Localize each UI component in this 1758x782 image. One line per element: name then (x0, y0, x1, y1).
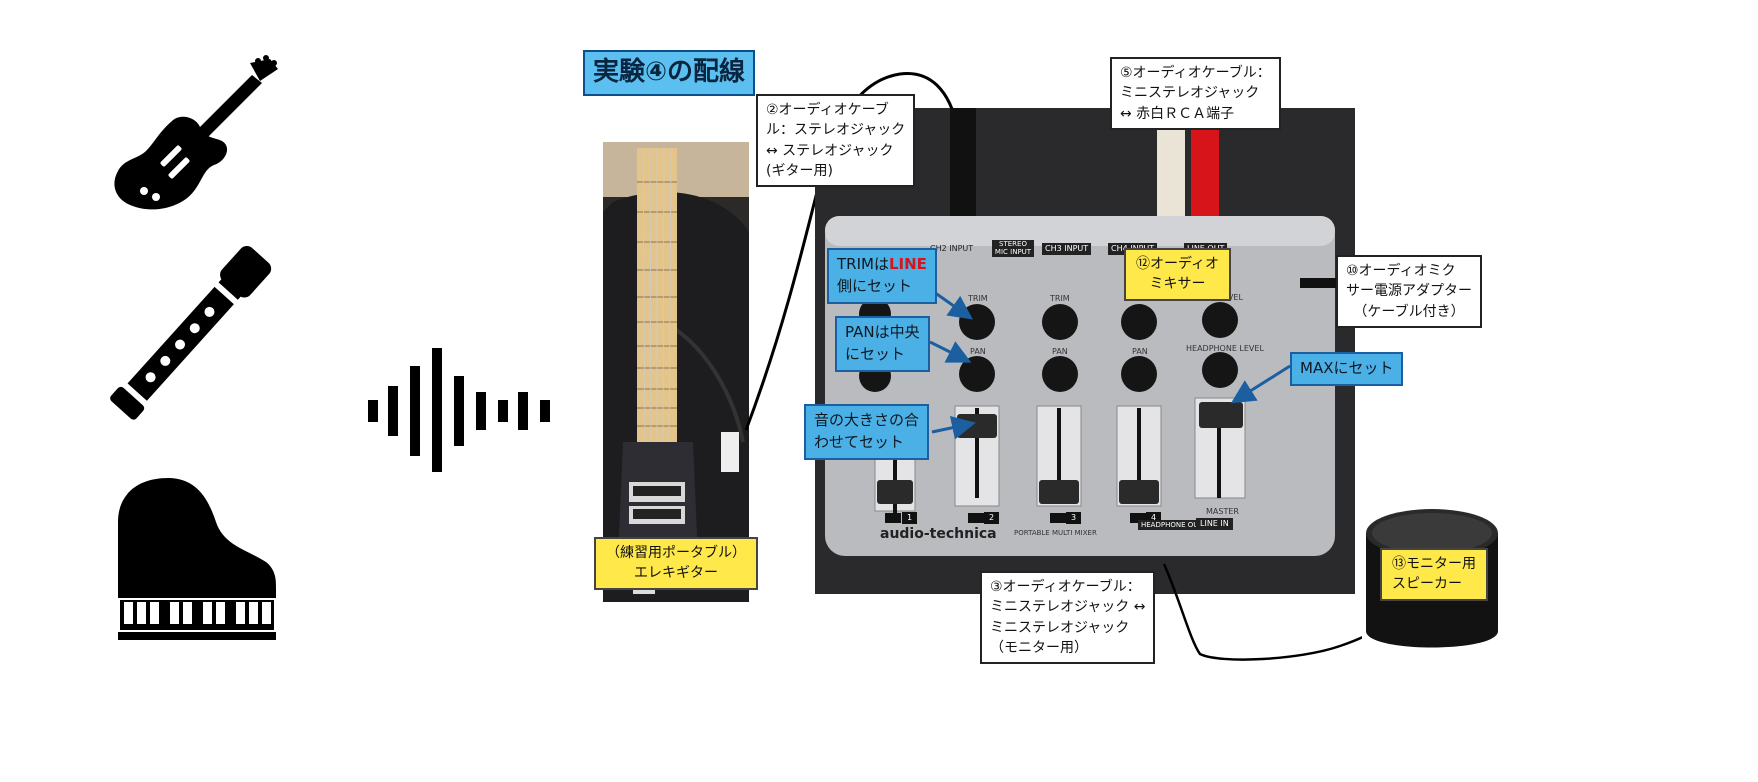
guitar-label-line1: （練習用ポータブル） (606, 545, 746, 561)
mixer-ch-2: 2 (984, 512, 1000, 524)
adapter-line2: サー電源アダプター (1346, 283, 1472, 300)
cable2-line1: ②オーディオケーブ (766, 102, 889, 118)
cable3-line1: ③オーディオケーブル： (990, 579, 1141, 595)
cable5-label: ⑤オーディオケーブル： ミニステレオジャック ↔ 赤白ＲＣＡ端子 (1110, 57, 1281, 130)
mixer-headphone-level: HEADPHONE LEVEL (1186, 344, 1264, 353)
cable2-line2: ル：ステレオジャック (766, 122, 906, 139)
mixer-trim-2: TRIM (968, 294, 988, 303)
mixer-ch3-input: CH3 INPUT (1042, 243, 1092, 255)
cable2-label: ②オーディオケーブ ル：ステレオジャック ↔ ステレオジャック (ギター用) (756, 94, 916, 188)
cable5-line2: ミニステレオジャック (1120, 85, 1260, 102)
adapter-label: ⑩オーディオミク サー電源アダプター （ケーブル付き） (1336, 255, 1482, 328)
trim-callout-line1: TRIMはLINE (837, 254, 927, 276)
trim-prefix: TRIMは (837, 255, 889, 273)
cable5-line3: ↔ 赤白ＲＣＡ端子 (1120, 105, 1235, 122)
mixer-pan-3: PAN (1052, 347, 1068, 356)
cable2-line3: ↔ ステレオジャック (766, 142, 894, 159)
trim-line-word: LINE (888, 255, 927, 273)
cable5-line1: ⑤オーディオケーブル： (1120, 65, 1271, 81)
mixer-label-line1: ⑫オーディオ (1136, 256, 1220, 272)
speaker-label: ⑬モニター用 スピーカー (1380, 548, 1488, 601)
mixer-model: PORTABLE MULTI MIXER (1014, 529, 1097, 537)
pan-callout-line2: にセット (845, 344, 906, 363)
speaker-label-line2: スピーカー (1392, 576, 1462, 593)
guitar-label-line2: エレキギター (634, 565, 718, 582)
guitar-label: （練習用ポータブル） エレキギター (594, 537, 758, 590)
volume-callout-line1: 音の大きさの合 (814, 411, 920, 429)
cable2-line4: (ギター用) (766, 162, 833, 179)
mixer-master: MASTER (1206, 507, 1239, 516)
electric-guitar-icon (110, 55, 280, 215)
adapter-line1: ⑩オーディオミク (1346, 263, 1456, 279)
cable3-line2: ミニステレオジャック ↔ (990, 599, 1146, 616)
grand-piano-icon (110, 476, 278, 640)
mixer-trim-3: TRIM (1050, 294, 1070, 303)
mixer-stereo-mic: STEREO MIC INPUT (992, 240, 1034, 258)
volume-callout: 音の大きさの合 わせてセット (804, 404, 930, 460)
cable3-line4: （モニター用） (990, 639, 1088, 656)
mixer-ch-3: 3 (1066, 512, 1082, 524)
mixer-brand: audio-technica (880, 526, 997, 542)
speaker-label-line1: ⑬モニター用 (1392, 556, 1476, 572)
mixer-label: ⑫オーディオ ミキサー (1124, 248, 1232, 301)
mixer-headphone-out: HEADPHONE OUT (1138, 520, 1206, 531)
volume-callout-line2: わせてセット (814, 432, 905, 451)
guitar-photo (603, 142, 749, 602)
mixer-line-in: LINE IN (1196, 518, 1233, 530)
adapter-line3: （ケーブル付き） (1353, 303, 1465, 320)
recorder-flute-icon (100, 240, 280, 425)
pan-callout: PANは中央 にセット (835, 316, 930, 372)
mixer-ch2-input: CH2 INPUT (930, 244, 974, 253)
trim-callout-line2: 側にセット (837, 276, 913, 295)
sound-wave-icon (366, 348, 556, 473)
mixer-ch-4: 4 (1146, 512, 1162, 524)
mixer-pan-4: PAN (1132, 347, 1148, 356)
cable3-label: ③オーディオケーブル： ミニステレオジャック ↔ ミニステレオジャック （モニタ… (980, 571, 1156, 665)
pan-callout-line1: PANは中央 (845, 323, 920, 341)
max-callout: MAXにセット (1290, 352, 1404, 386)
page-title: 実験④の配線 (583, 50, 756, 96)
mixer-ch-1: 1 (902, 512, 918, 524)
mixer-label-line2: ミキサー (1149, 276, 1206, 293)
mixer-pan-2: PAN (970, 347, 986, 356)
trim-callout: TRIMはLINE 側にセット (827, 248, 937, 304)
cable3-line3: ミニステレオジャック (990, 619, 1130, 636)
